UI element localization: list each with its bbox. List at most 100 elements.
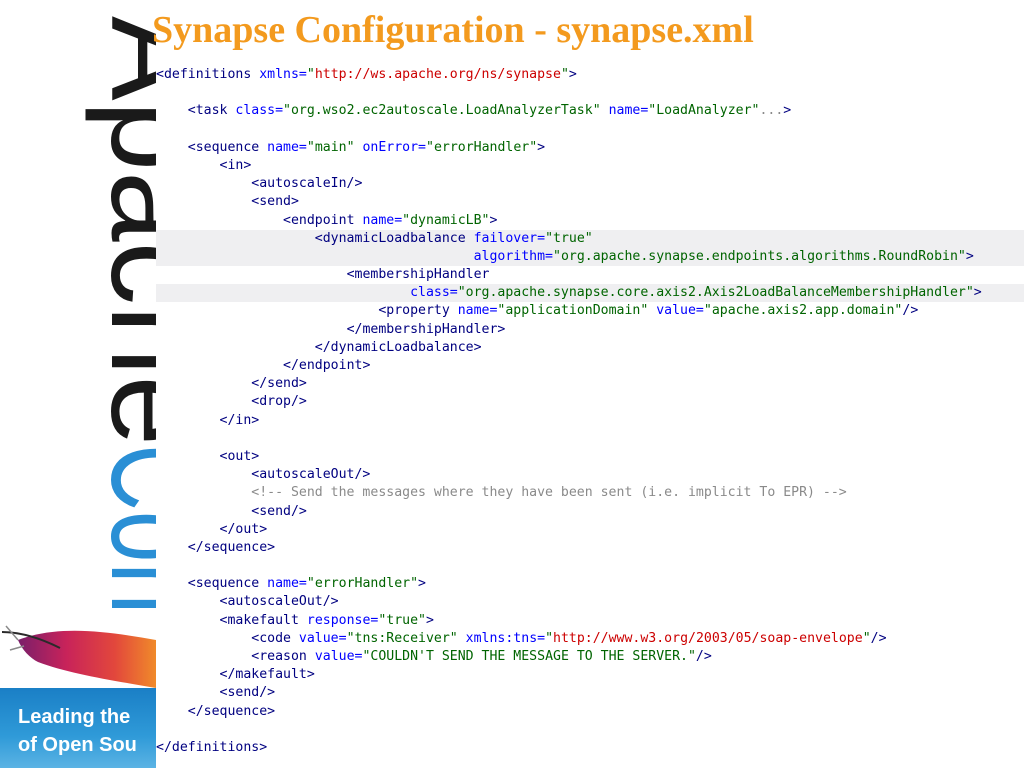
code-token-attr: value= xyxy=(656,303,704,319)
code-token-tag: <sequence xyxy=(187,139,268,155)
code-line-content: <endpoint name="dynamicLB"> xyxy=(283,211,500,230)
code-line: </endpoint> xyxy=(156,357,1024,376)
code-token-tag: /> xyxy=(695,649,712,664)
code-line-content: <reason value="COULDN'T SEND THE MESSAGE… xyxy=(251,648,714,667)
code-token-val: "org.apache.synapse.core.axis2.Axis2Load… xyxy=(457,285,974,301)
code-line: <send/> xyxy=(156,684,1024,703)
code-token-tag: </dynamicLoadbalance> xyxy=(314,339,482,355)
code-token-tag: </membershipHandler> xyxy=(346,321,506,337)
code-token-val: "apache.axis2.app.domain" xyxy=(703,303,903,319)
code-token-tag: <property xyxy=(378,303,458,319)
code-token-val: "tns:Receiver" xyxy=(346,630,458,646)
code-line-content: </dynamicLoadbalance> xyxy=(314,338,484,358)
code-token-val: "LoadAnalyzer" xyxy=(648,103,760,119)
code-token-tag: <send/> xyxy=(251,503,307,519)
code-token-tag: > xyxy=(418,576,426,592)
code-line: <dynamicLoadbalance failover="true" xyxy=(156,229,1024,248)
code-token-tag: > xyxy=(425,612,434,628)
code-line xyxy=(156,430,1024,448)
code-line xyxy=(156,84,1024,102)
code-token-tag: <autoscaleOut/> xyxy=(219,594,339,610)
code-line: </makefault> xyxy=(156,666,1024,685)
code-token-val: "org.apache.synapse.endpoints.algorithms… xyxy=(553,248,966,264)
code-line: </dynamicLoadbalance> xyxy=(156,338,1024,358)
code-line-content: <task class="org.wso2.ec2autoscale.LoadA… xyxy=(187,102,794,121)
code-line: <drop/> xyxy=(156,393,1024,412)
code-line-content: <makefault response="true"> xyxy=(219,611,436,630)
code-line-content: </sequence> xyxy=(187,538,278,558)
code-token-attr: value= xyxy=(298,630,347,646)
code-line-content: </endpoint> xyxy=(283,357,373,376)
code-token-attr: onError= xyxy=(362,139,426,155)
code-token-tag: <autoscaleOut/> xyxy=(251,467,371,483)
code-line: <!-- Send the messages where they have b… xyxy=(156,484,1024,503)
code-line: </send> xyxy=(156,375,1024,394)
code-token-val: "applicationDomain" xyxy=(497,303,649,319)
code-line-content: <out> xyxy=(219,447,262,467)
code-token-attr: name= xyxy=(267,576,307,592)
code-token-attr: class= xyxy=(235,103,284,119)
code-token-text xyxy=(458,631,466,646)
code-line-content: <autoscaleOut/> xyxy=(219,593,341,612)
code-token-tag: <drop/> xyxy=(251,394,307,410)
code-token-val: "org.wso2.ec2autoscale.LoadAnalyzerTask" xyxy=(283,103,601,119)
code-token-tag: </endpoint> xyxy=(283,358,371,373)
code-line-content: </send> xyxy=(251,375,309,394)
code-token-val: " xyxy=(560,67,569,82)
code-token-tag: </in> xyxy=(219,412,260,428)
code-line: <autoscaleOut/> xyxy=(156,593,1024,612)
code-token-attr: name= xyxy=(457,303,498,319)
code-token-attr: failover= xyxy=(473,230,546,246)
code-token-val: "main" xyxy=(306,139,355,155)
code-token-tag: <send/> xyxy=(219,685,276,701)
code-token-tag: <sequence xyxy=(187,576,268,592)
code-token-val: "COULDN'T SEND THE MESSAGE TO THE SERVER… xyxy=(362,649,696,664)
code-token-comment: ... xyxy=(759,103,784,119)
code-token-tag: <reason xyxy=(251,649,315,664)
code-line-content: <definitions xmlns= "http://ws.apache.org… xyxy=(156,66,579,85)
code-line: <endpoint name="dynamicLB"> xyxy=(156,211,1024,230)
code-line xyxy=(156,121,1024,139)
code-token-val: "errorHandler" xyxy=(426,139,538,155)
code-token-tag: > xyxy=(489,212,498,228)
code-token-tag: > xyxy=(973,285,982,301)
code-line: <in> xyxy=(156,156,1024,176)
code-token-url: http://ws.apache.org/ns/synapse xyxy=(314,67,561,82)
code-token-url: http://www.w3.org/2003/05/soap-envelope xyxy=(553,630,863,646)
code-token-tag: </send> xyxy=(251,376,307,392)
code-token-tag: <dynamicLoadbalance xyxy=(314,230,474,246)
code-token-attr: name= xyxy=(267,139,307,155)
code-line-content: <send/> xyxy=(219,684,278,703)
code-line: <task class="org.wso2.ec2autoscale.LoadA… xyxy=(156,102,1024,121)
code-line: <send> xyxy=(156,193,1024,212)
code-line-content: class="org.apache.synapse.core.axis2.Axi… xyxy=(410,284,984,303)
code-token-tag: > xyxy=(965,248,974,264)
code-token-tag: </makefault> xyxy=(219,667,315,683)
code-line: <out> xyxy=(156,447,1024,467)
code-token-tag: /> xyxy=(870,630,887,646)
code-token-val: "true" xyxy=(545,230,593,246)
code-token-attr: xmlns= xyxy=(259,67,307,82)
brand-apache-text: Apache xyxy=(84,16,156,446)
code-line xyxy=(156,557,1024,575)
code-line-content: <drop/> xyxy=(251,393,309,412)
code-line-content: <property name="applicationDomain" value… xyxy=(378,302,921,321)
code-line: <definitions xmlns= "http://ws.apache.org… xyxy=(156,66,1024,85)
slide-title: Synapse Configuration - synapse.xml xyxy=(152,9,754,51)
tagline-line-2: of Open Sou xyxy=(18,734,137,756)
xml-code-block: <definitions xmlns= "http://ws.apache.org… xyxy=(156,66,1024,758)
code-line-content: <sequence name="main" onError="errorHand… xyxy=(187,138,548,157)
code-token-tag: </definitions> xyxy=(156,739,268,755)
code-token-tag: /> xyxy=(902,303,919,319)
code-line-content: <sequence name="errorHandler"> xyxy=(187,575,428,594)
code-line-content: <membershipHandler xyxy=(346,266,492,285)
code-line: <autoscaleOut/> xyxy=(156,466,1024,485)
code-token-tag: </out> xyxy=(219,521,268,537)
code-line-content: </membershipHandler> xyxy=(346,320,508,339)
brand-con-text: Con xyxy=(84,444,156,614)
code-token-attr: name= xyxy=(362,212,403,228)
code-line-content: </out> xyxy=(219,520,270,539)
code-token-tag: <definitions xyxy=(156,67,260,82)
apache-feather-icon xyxy=(1,625,156,688)
code-token-tag: > xyxy=(537,139,546,155)
